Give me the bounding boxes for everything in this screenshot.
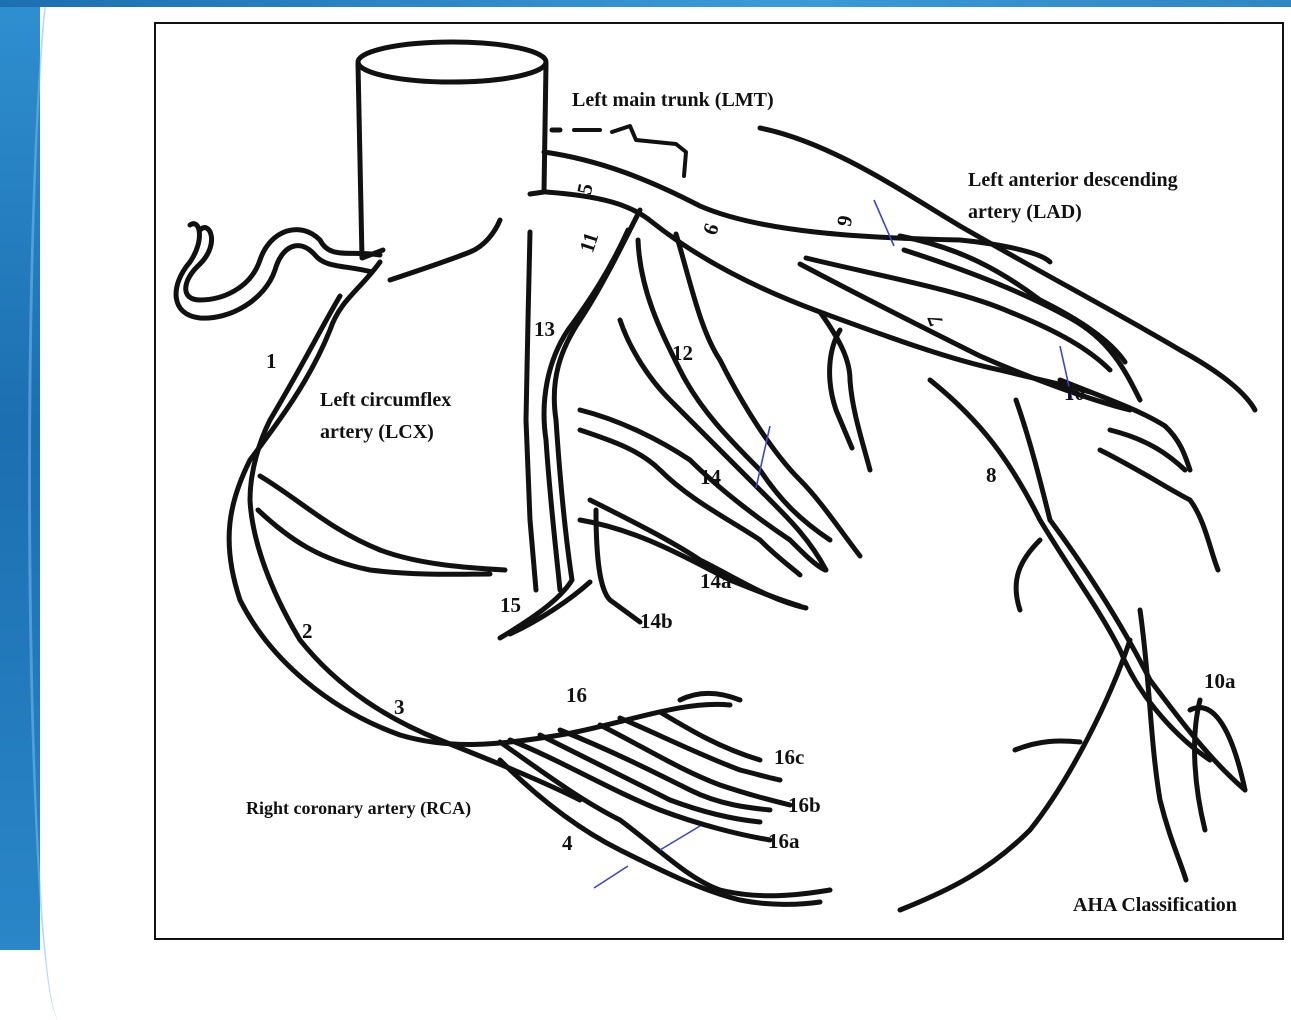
label-lad-line2: artery (LAD) [968,201,1082,223]
segment-7: 7 [922,311,948,329]
pen-annotations [594,200,1072,888]
lad-distal-branches [900,380,1245,910]
segment-16c: 16c [774,745,804,769]
segment-8: 8 [986,463,997,487]
segment-9: 9 [832,214,857,229]
lad-diagonal-branches [800,236,1218,570]
label-lcx-line2: artery (LCX) [320,421,434,443]
label-lad-line1: Left anterior descending [968,169,1178,191]
segment-2: 2 [302,619,313,643]
coronary-artery-diagram: Left main trunk (LMT) Left anterior desc… [0,0,1291,950]
segment-1: 1 [266,349,277,373]
segment-10: 10 [1064,381,1085,405]
lcx-vessels [500,210,860,638]
segment-3: 3 [394,695,405,719]
segment-10a: 10a [1204,669,1236,693]
segment-11: 11 [574,229,603,255]
label-aha-classification: AHA Classification [1073,894,1237,916]
segment-16: 16 [566,683,587,707]
label-lcx-line1: Left circumflex [320,389,451,411]
segment-13: 13 [534,317,555,341]
label-rca: Right coronary artery (RCA) [246,798,471,819]
segment-14: 14 [700,465,722,489]
segment-16a: 16a [768,829,800,853]
aorta [358,42,546,258]
segment-14a: 14a [700,569,732,593]
label-lmt: Left main trunk (LMT) [572,89,774,111]
segment-14b: 14b [640,609,673,633]
segment-15: 15 [500,593,521,617]
segment-16b: 16b [788,793,821,817]
segment-12: 12 [672,341,693,365]
segment-6: 6 [698,220,724,238]
segment-4: 4 [562,831,573,855]
